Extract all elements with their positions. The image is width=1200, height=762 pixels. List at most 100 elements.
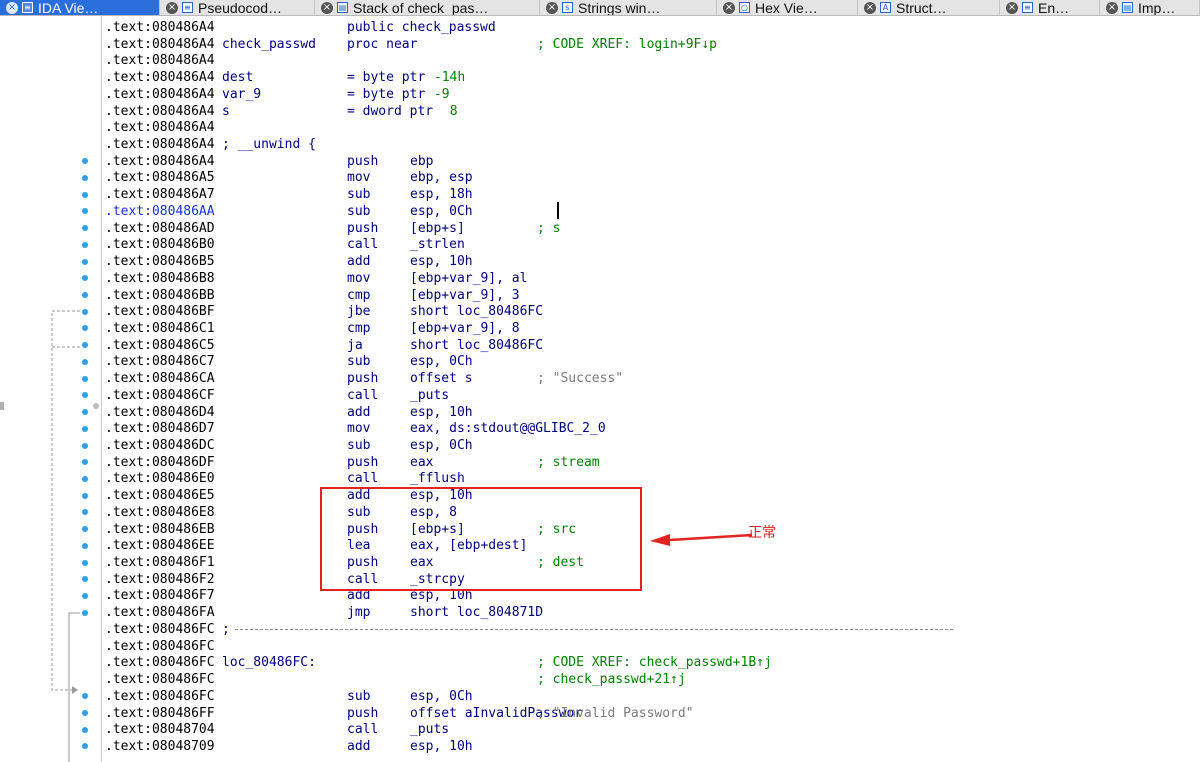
label[interactable]: ;	[222, 621, 230, 637]
address[interactable]: .text:080486FC	[105, 621, 215, 637]
breakpoint-dot[interactable]	[82, 609, 88, 616]
breakpoint-dot[interactable]	[82, 392, 88, 399]
address[interactable]: .text:080486E8	[105, 504, 215, 520]
breakpoint-dot[interactable]	[82, 475, 88, 482]
address[interactable]: .text:080486FC	[105, 672, 215, 688]
address[interactable]: .text:080486CF	[105, 387, 215, 403]
breakpoint-dot[interactable]	[82, 526, 88, 533]
breakpoint-dot[interactable]	[82, 208, 88, 215]
breakpoint-dot[interactable]	[82, 174, 88, 181]
address[interactable]: .text:080486BB	[105, 287, 215, 303]
address[interactable]: .text:080486D7	[105, 421, 215, 437]
address[interactable]: .text:080486B5	[105, 254, 215, 270]
breakpoint-dot[interactable]	[82, 191, 88, 198]
address[interactable]: .text:080486A4	[105, 36, 215, 52]
close-icon[interactable]: ×	[864, 1, 876, 14]
breakpoint-dot[interactable]	[82, 275, 88, 282]
close-icon[interactable]: ×	[723, 1, 735, 14]
close-icon[interactable]: ×	[321, 1, 333, 14]
address[interactable]: .text:080486FC	[105, 638, 215, 654]
tab-hex-view[interactable]: ×○Hex Vie…	[717, 0, 858, 15]
breakpoint-dot[interactable]	[82, 509, 88, 516]
breakpoint-dot[interactable]	[82, 459, 88, 466]
address[interactable]: .text:080486EE	[105, 538, 215, 554]
tab-ida-view[interactable]: ×≡IDA Vie…	[0, 0, 160, 15]
label[interactable]: check_passwd	[222, 36, 316, 52]
breakpoint-dot[interactable]	[82, 442, 88, 449]
breakpoint-dot[interactable]	[82, 726, 88, 733]
breakpoint-dot[interactable]	[82, 375, 88, 382]
address[interactable]: .text:080486B0	[105, 237, 215, 253]
address[interactable]: .text:080486B8	[105, 270, 215, 286]
breakpoint-dot[interactable]	[82, 425, 88, 432]
breakpoint-dot[interactable]	[82, 325, 88, 332]
address[interactable]: .text:080486A7	[105, 187, 215, 203]
breakpoint-dot[interactable]	[82, 241, 88, 248]
address[interactable]: .text:080486FA	[105, 605, 215, 621]
tab-imports[interactable]: ×▤Imp…	[1100, 0, 1200, 15]
address[interactable]: .text:080486C5	[105, 337, 215, 353]
address[interactable]: .text:080486A4	[105, 70, 215, 86]
address[interactable]: .text:080486D4	[105, 404, 215, 420]
label[interactable]: dest	[222, 70, 254, 86]
tab-pseudocode[interactable]: ×≡Pseudocod…	[160, 0, 315, 15]
breakpoint-dot[interactable]	[82, 592, 88, 599]
address[interactable]: .text:080486A5	[105, 170, 215, 186]
breakpoint-dot[interactable]	[82, 158, 88, 165]
address[interactable]: .text:080486A4	[105, 86, 215, 102]
breakpoint-dot[interactable]	[82, 710, 88, 717]
breakpoint-dot[interactable]	[82, 342, 88, 349]
address[interactable]: .text:080486A4	[105, 153, 215, 169]
code-gutter[interactable]	[0, 16, 101, 762]
close-icon[interactable]: ×	[166, 1, 178, 14]
tab-stack[interactable]: ×▤Stack of check_pas…	[315, 0, 540, 15]
breakpoint-dot[interactable]	[82, 358, 88, 365]
label[interactable]: ; __unwind {	[222, 137, 316, 153]
address[interactable]: .text:080486C7	[105, 354, 215, 370]
address[interactable]: .text:080486FF	[105, 705, 215, 721]
breakpoint-dot[interactable]	[82, 576, 88, 583]
close-icon[interactable]: ×	[1006, 1, 1018, 14]
address[interactable]: .text:080486DC	[105, 438, 215, 453]
address[interactable]: .text:080486E5	[105, 488, 215, 504]
breakpoint-dot[interactable]	[82, 542, 88, 549]
close-icon[interactable]: ×	[6, 1, 18, 14]
breakpoint-dot[interactable]	[82, 225, 88, 232]
address[interactable]: .text:080486A4	[105, 53, 215, 69]
label[interactable]: loc_80486FC:	[222, 655, 316, 671]
address[interactable]: .text:080486DF	[105, 454, 215, 470]
breakpoint-dot[interactable]	[82, 743, 88, 750]
address[interactable]: .text:080486FC	[105, 688, 215, 704]
label[interactable]: var_9	[222, 86, 262, 102]
address[interactable]: .text:080486F2	[105, 571, 215, 587]
address[interactable]: .text:080486F7	[105, 588, 215, 604]
address[interactable]: .text:080486A4	[105, 20, 215, 35]
address[interactable]: .text:080486C1	[105, 320, 215, 336]
breakpoint-dot[interactable]	[82, 409, 88, 416]
address[interactable]: .text:080486CA	[105, 371, 215, 387]
address[interactable]: .text:080486E0	[105, 471, 215, 487]
address[interactable]: .text:080486AD	[105, 220, 215, 236]
splitter-grip[interactable]	[0, 402, 4, 410]
label[interactable]: s	[222, 103, 230, 119]
address[interactable]: .text:080486EB	[105, 521, 215, 537]
address[interactable]: .text:080486BF	[105, 304, 215, 320]
breakpoint-dot[interactable]	[82, 308, 88, 315]
address[interactable]: .text:080486F1	[105, 555, 215, 571]
address[interactable]: .text:080486AA	[105, 203, 215, 219]
tab-enums[interactable]: ×≡En…	[1000, 0, 1100, 15]
breakpoint-dot[interactable]	[82, 559, 88, 566]
close-icon[interactable]: ×	[546, 1, 558, 14]
address[interactable]: .text:080486A4	[105, 137, 215, 153]
breakpoint-dot[interactable]	[82, 292, 88, 299]
address[interactable]: .text:08048704	[105, 722, 215, 738]
breakpoint-dot[interactable]	[82, 258, 88, 265]
address[interactable]: .text:080486A4	[105, 120, 215, 136]
address[interactable]: .text:080486FC	[105, 655, 215, 671]
address[interactable]: .text:080486A4	[105, 103, 215, 119]
address[interactable]: .text:08048709	[105, 738, 215, 754]
breakpoint-dot[interactable]	[82, 492, 88, 499]
close-icon[interactable]: ×	[1106, 1, 1118, 14]
